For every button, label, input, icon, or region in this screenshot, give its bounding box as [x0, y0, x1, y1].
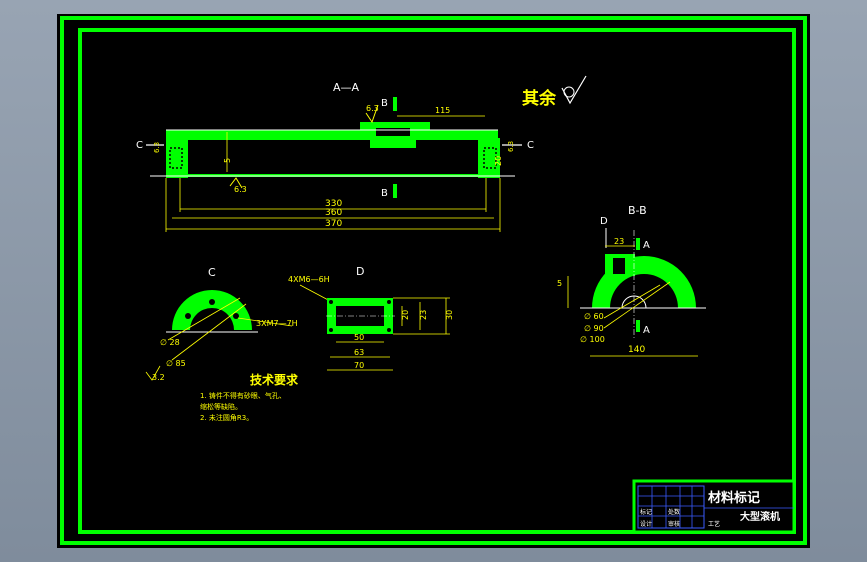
- section-aa-view: A—A B B C C 6.3 6.3 6.3 6.3 115: [136, 81, 534, 232]
- d-hole-3: [329, 328, 333, 332]
- tech-req-title: 技术要求: [250, 372, 299, 387]
- bb-cut-a-bottom-label: A: [643, 325, 650, 336]
- tech-req-line3: 2. 未注圆角R3。: [200, 413, 253, 422]
- d-dim-20: 20: [401, 310, 410, 320]
- dim-115: 115: [435, 106, 450, 115]
- view-bb-label: B-B: [628, 204, 647, 217]
- view-c: C ∅ 28 ∅ 85 3.2 3XM7—7H: [145, 266, 298, 382]
- view-bb: B-B D A A 23 5 ∅ 60 ∅ 90 ∅ 100 140: [557, 204, 706, 357]
- c-hole-3: [233, 313, 239, 319]
- part-body-hub-lower: [370, 138, 416, 148]
- tb-title1: 材料标记: [708, 490, 760, 506]
- roughness-note-circle: [563, 86, 575, 98]
- title-block-grid: [637, 485, 705, 529]
- d-hole-4: [387, 328, 391, 332]
- bb-leader-2: [603, 281, 671, 329]
- c-leader-2: [171, 303, 247, 361]
- d-dim-70: 70: [354, 361, 364, 370]
- dim-370: 370: [325, 219, 342, 229]
- roughness-left: 6.3: [153, 142, 161, 153]
- bb-cut-a-top: [636, 238, 640, 250]
- cut-b-top-label: B: [381, 98, 388, 109]
- tb-small5: 工艺: [708, 520, 720, 528]
- bb-leader-1: [603, 284, 661, 319]
- c-hole-1: [185, 313, 191, 319]
- tech-req-line2: 缩松等缺陷。: [200, 402, 242, 411]
- dim-360: 360: [325, 208, 342, 218]
- title-block-frame: [632, 479, 796, 534]
- view-bb-arrow-d: D: [600, 216, 608, 227]
- view-d-label: D: [356, 265, 364, 278]
- roughness-top: 6.3: [366, 104, 379, 113]
- drawing-sheet: [57, 14, 810, 548]
- title-block: 材料标记 大型滚机 标记 处数 设计 审核 工艺: [632, 479, 796, 534]
- roughness-top-symbol: [365, 104, 379, 124]
- bb-boss-slot: [613, 258, 625, 274]
- d-hole-1: [329, 300, 333, 304]
- dim-5: 5: [223, 158, 232, 163]
- bb-cut-a-bottom: [636, 320, 640, 332]
- outer-border: [60, 16, 807, 545]
- roughness-bottom-symbol: [229, 177, 243, 189]
- c-leader-1: [167, 297, 241, 341]
- d-thread: 4XM6—6H: [288, 275, 330, 284]
- section-aa-label: A—A: [333, 81, 360, 94]
- dim-330: 330: [325, 199, 342, 209]
- tb-small2: 处数: [668, 508, 680, 516]
- tb-small3: 设计: [640, 520, 652, 528]
- c-thread-leader: [237, 317, 293, 327]
- c-dim-d85: ∅ 85: [166, 359, 186, 368]
- cut-b-bottom-mark: [393, 184, 397, 198]
- view-c-label: C: [208, 266, 216, 279]
- tb-small4: 审核: [668, 520, 680, 528]
- tb-title2: 大型滚机: [740, 510, 780, 523]
- tb-small1: 标记: [640, 508, 652, 516]
- dim-20: 20: [494, 156, 503, 166]
- c-hole-2: [209, 299, 215, 305]
- d-dim-30: 30: [445, 310, 454, 320]
- c-dim-32: 3.2: [152, 373, 165, 382]
- view-d: D 4XM6—6H 50 63 70 20 23 30: [288, 265, 454, 371]
- bb-dim-d100: ∅ 100: [580, 335, 605, 344]
- d-dim-23: 23: [419, 310, 428, 320]
- roughness-bottom: 6.3: [234, 185, 247, 194]
- bb-dim-d60: ∅ 60: [584, 312, 604, 321]
- tech-req-line1: 1. 铸件不得有砂眼、气孔、: [200, 391, 286, 400]
- c-arch: [172, 290, 252, 330]
- cut-c-right-label: C: [527, 140, 534, 151]
- c-dim-d28: ∅ 28: [160, 338, 180, 347]
- bb-dim-d90: ∅ 90: [584, 324, 604, 333]
- d-dim-50: 50: [354, 333, 364, 342]
- bb-dim-23: 23: [614, 237, 624, 246]
- cut-c-left-label: C: [136, 140, 143, 151]
- bb-dim-140: 140: [628, 345, 645, 355]
- d-thread-leader: [299, 284, 333, 303]
- roughness-note-symbol: [561, 75, 587, 105]
- tech-requirements: 技术要求 1. 铸件不得有砂眼、气孔、 缩松等缺陷。 2. 未注圆角R3。: [200, 372, 299, 422]
- hatch-right: [483, 147, 497, 169]
- cut-b-top-mark: [393, 97, 397, 111]
- bb-dim-5: 5: [557, 279, 562, 288]
- inner-border: [78, 28, 796, 534]
- d-dim-63: 63: [354, 348, 364, 357]
- cut-b-bottom-label: B: [381, 188, 388, 199]
- hub-bore: [376, 128, 410, 136]
- d-hole-2: [387, 300, 391, 304]
- bb-cut-a-top-label: A: [643, 240, 650, 251]
- c-roughness-symbol: [145, 365, 161, 381]
- roughness-right: 6.3: [507, 141, 515, 152]
- hatch-left: [169, 147, 183, 169]
- part-body-top-plate: [166, 130, 498, 140]
- roughness-note: 其余: [522, 88, 557, 109]
